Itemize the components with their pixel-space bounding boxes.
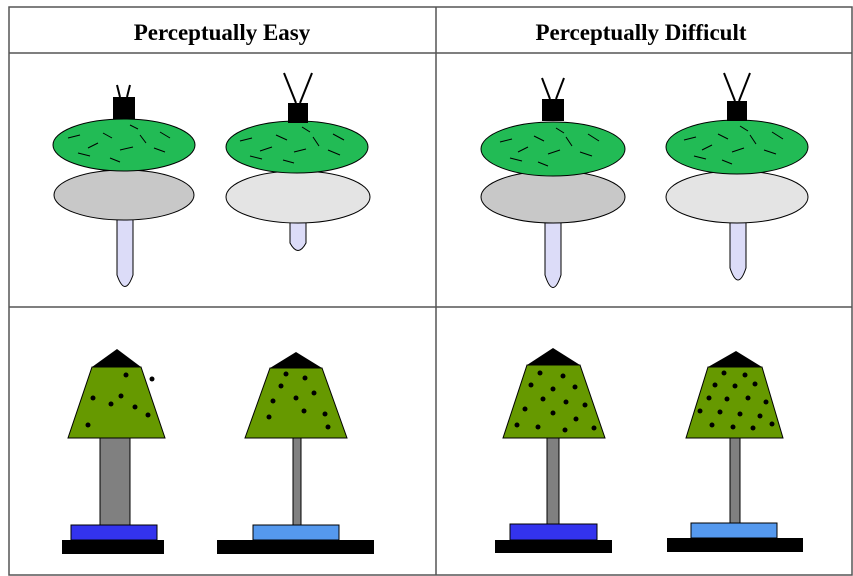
- panel-easy-creatures: [52, 72, 371, 287]
- creature-icon: [52, 84, 196, 287]
- creature-icon: [665, 72, 809, 281]
- lamp-icon: [495, 348, 612, 553]
- panel-difficult-lamps: [495, 348, 803, 553]
- creature-icon: [225, 72, 371, 251]
- lamp-icon: [667, 351, 803, 552]
- header-perceptually-difficult: Perceptually Difficult: [536, 20, 747, 45]
- table-grid: [8, 6, 853, 576]
- creature-icon: [480, 77, 626, 288]
- lamp-icon: [217, 352, 374, 554]
- panel-easy-lamps: [62, 349, 374, 554]
- header-perceptually-easy: Perceptually Easy: [134, 20, 311, 45]
- panel-difficult-creatures: [480, 72, 809, 288]
- lamp-icon: [62, 349, 166, 554]
